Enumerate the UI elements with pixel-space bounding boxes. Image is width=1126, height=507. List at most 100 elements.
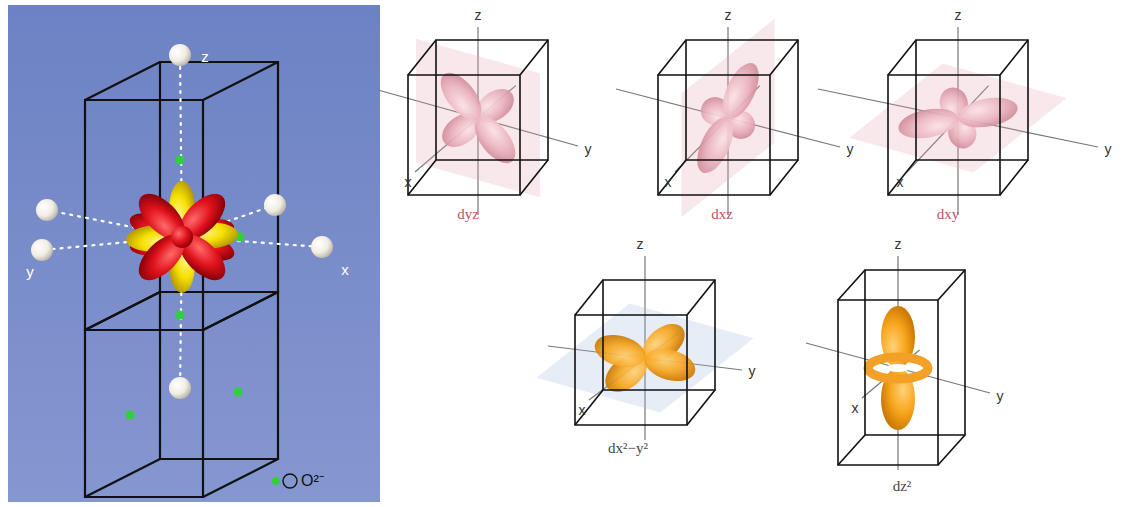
orbital-caption: dxz	[711, 206, 733, 223]
metal-center	[171, 226, 193, 248]
orbital-figure	[537, 256, 754, 440]
legend-text: O²⁻	[301, 472, 324, 490]
axis-label: x	[897, 175, 904, 190]
cube-edge	[770, 40, 798, 75]
t2g-lobe	[131, 226, 193, 288]
cube-edge	[203, 62, 278, 100]
axis-label: z	[201, 49, 209, 66]
cube-edge	[1000, 40, 1028, 75]
orbital-caption: dxy	[937, 206, 960, 223]
orbital-lobe	[690, 112, 741, 178]
axis-label: y	[997, 389, 1004, 404]
ligand-sphere	[36, 199, 58, 221]
orbital-caption: dz²	[893, 478, 912, 495]
cube-edge	[160, 292, 278, 459]
cube-edge	[888, 75, 1000, 195]
orbital-figure	[616, 19, 840, 217]
cube-edge	[575, 280, 603, 315]
cube-edge	[436, 40, 548, 160]
cube-edge	[938, 270, 965, 300]
cube-edge	[520, 40, 548, 75]
t2g-lobe	[131, 186, 193, 248]
orbital-figure	[806, 256, 990, 470]
ligand-sphere	[169, 377, 191, 399]
axis-label: x	[852, 401, 859, 416]
axis-label: y	[1105, 142, 1112, 157]
t2g-lobe	[171, 226, 233, 288]
oxide-dot	[176, 311, 185, 320]
legend-circle	[283, 474, 297, 488]
crystal-panel	[8, 5, 380, 502]
ligand-sphere	[169, 44, 191, 66]
cube-edge	[687, 280, 715, 315]
orbital-plane	[416, 39, 540, 198]
axis-label: x	[341, 262, 349, 279]
orbital-caption: dx²−y²	[608, 440, 648, 457]
cube-outline	[408, 40, 548, 195]
unit-cell-lower	[85, 292, 278, 497]
d-orbital-cluster	[125, 181, 238, 293]
cube-edge	[658, 40, 686, 75]
axis-label: y	[749, 364, 756, 379]
axis-label: y	[26, 264, 34, 281]
cube-edge	[85, 292, 160, 330]
ligand-sphere	[311, 236, 333, 258]
orbital-lobe	[896, 104, 961, 142]
axis-label: z	[955, 8, 962, 23]
cube-edge	[408, 160, 436, 195]
cube-edge	[938, 435, 965, 465]
ligand-sphere	[31, 239, 53, 261]
axis-label: z	[895, 237, 902, 252]
axis-label: x	[405, 175, 412, 190]
axis-label: y	[847, 142, 854, 157]
cube-edge	[770, 160, 798, 195]
cube-edge	[658, 160, 686, 195]
orbital-figure	[378, 27, 578, 215]
orbital-figure	[818, 27, 1098, 215]
axis-label: y	[585, 142, 592, 157]
cube-edge	[85, 292, 160, 330]
cube-edge	[865, 270, 965, 435]
cube-edge	[687, 390, 715, 425]
cube-edge	[575, 315, 687, 425]
cube-edge	[603, 280, 715, 390]
cube-edge	[916, 40, 1028, 160]
axis-label: z	[475, 8, 482, 23]
panel-background	[8, 5, 380, 502]
cube-edge	[838, 270, 865, 300]
cube-edge	[408, 75, 520, 195]
cube-outline	[838, 270, 965, 465]
orbital-caption: dyz	[457, 206, 479, 223]
axis-label: x	[579, 403, 586, 418]
axis-label: x	[665, 175, 672, 190]
axis-label: z	[725, 8, 732, 23]
orbital-torus	[868, 357, 928, 379]
unit-cell-upper	[85, 62, 278, 330]
cube-edge	[686, 40, 798, 160]
cube-outline	[575, 280, 715, 425]
cube-edge	[203, 459, 278, 497]
oxide-dot	[126, 411, 135, 420]
legend-dot	[272, 477, 280, 485]
cube-edge	[408, 40, 436, 75]
axis-label: z	[637, 237, 644, 252]
torus-hole	[886, 364, 910, 372]
cube-edge	[85, 62, 160, 100]
oxide-dot	[176, 156, 185, 165]
cube-edge	[520, 160, 548, 195]
oxide-dot	[234, 388, 243, 397]
cube-edge	[85, 330, 203, 497]
orbital-plane	[682, 19, 775, 217]
cube-edge	[1000, 160, 1028, 195]
cube-edge	[838, 300, 938, 465]
cube-edge	[888, 40, 916, 75]
cube-edge	[575, 390, 603, 425]
t2g-lobe	[171, 186, 233, 248]
cube-edge	[838, 435, 865, 465]
cube-edge	[85, 459, 160, 497]
orbital-plane	[537, 303, 754, 412]
cube-edge	[203, 292, 278, 330]
cube-edge	[203, 292, 278, 330]
cube-outline	[658, 40, 798, 195]
orbital-lobe	[715, 58, 766, 124]
